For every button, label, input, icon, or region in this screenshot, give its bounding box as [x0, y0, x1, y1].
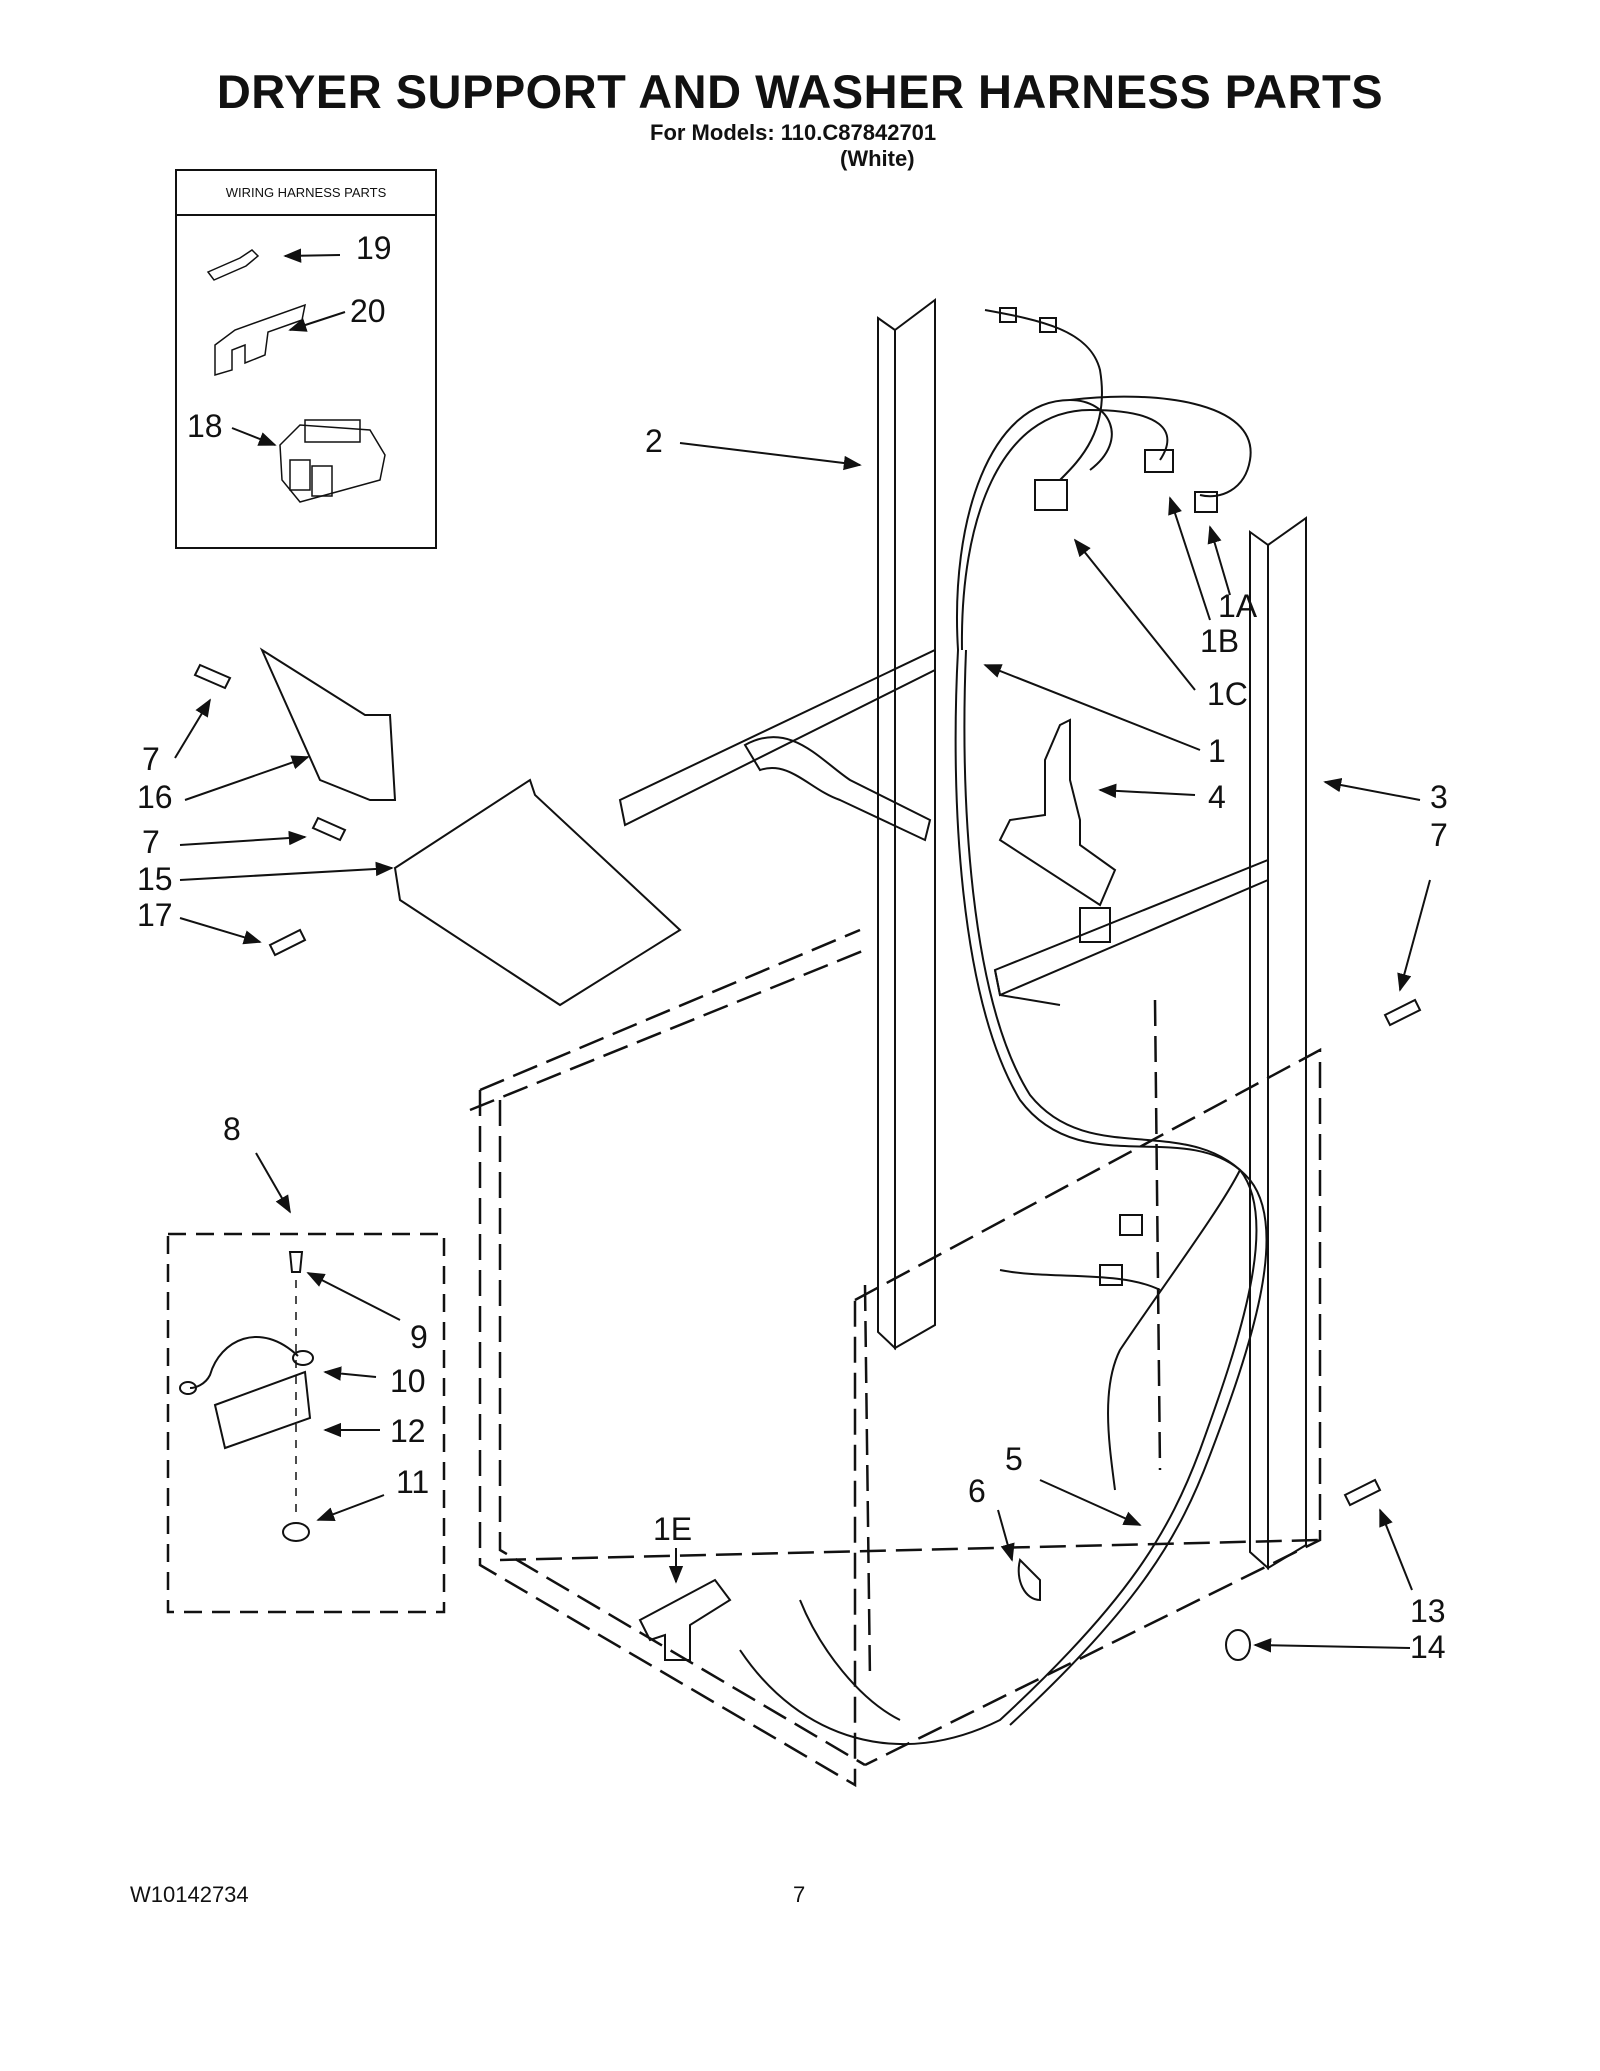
callout-1: 1 — [1208, 733, 1226, 769]
callout-14: 14 — [1410, 1629, 1446, 1665]
callout-1A: 1A — [1218, 588, 1258, 624]
page-number: 7 — [793, 1882, 806, 1907]
callout-16: 16 — [137, 779, 173, 815]
callout-2: 2 — [645, 423, 663, 459]
callout-5: 5 — [1005, 1441, 1023, 1477]
inset-box-title: WIRING HARNESS PARTS — [226, 185, 387, 200]
ground-kit-parts — [179, 1251, 314, 1542]
ground-kit-box — [166, 1232, 446, 1614]
callout-1C: 1C — [1207, 676, 1248, 712]
right-support-channel — [1249, 516, 1307, 1571]
doc-number: W10142734 — [130, 1882, 249, 1907]
cross-braces — [618, 648, 1269, 1006]
callout-19: 19 — [356, 230, 392, 266]
wire-harness — [739, 309, 1268, 1746]
bracket-part — [998, 718, 1117, 907]
callout-17: 17 — [137, 897, 173, 933]
page-subtitle: For Models: 110.C87842701 (White) — [650, 120, 936, 172]
models-line: For Models: 110.C87842701 — [650, 120, 937, 145]
callout-12: 12 — [390, 1413, 426, 1449]
washer-cabinet-outline — [469, 928, 1322, 1788]
wiring-harness-inset — [175, 169, 437, 549]
callout-1E: 1E — [653, 1511, 692, 1547]
callout-7-top: 7 — [142, 741, 160, 777]
screws — [193, 663, 1422, 1661]
callout-6: 6 — [968, 1473, 986, 1509]
callout-18: 18 — [187, 408, 223, 444]
callout-7-middle: 7 — [142, 824, 160, 860]
callout-10: 10 — [390, 1363, 426, 1399]
callout-4: 4 — [1208, 779, 1226, 815]
callout-8: 8 — [223, 1111, 241, 1147]
callout-labels: 19 20 18 2 1A 1B 1C 1 4 3 7 7 16 7 15 17… — [137, 230, 1448, 1665]
harness-connectors — [638, 307, 1218, 1661]
callout-20: 20 — [350, 293, 386, 329]
color-line: (White) — [840, 146, 915, 171]
connector-housing-part — [279, 424, 386, 503]
left-support-channel — [877, 298, 936, 1351]
page-title: DRYER SUPPORT AND WASHER HARNESS PARTS — [216, 65, 1384, 118]
callout-1B: 1B — [1200, 623, 1239, 659]
callout-11: 11 — [396, 1464, 429, 1500]
callout-9: 9 — [410, 1319, 428, 1355]
callout-3: 3 — [1430, 779, 1448, 815]
callout-7-right: 7 — [1430, 817, 1448, 853]
callout-13: 13 — [1410, 1593, 1446, 1629]
connector-clip-part — [214, 303, 306, 377]
dryer-bracket — [259, 647, 682, 1007]
callout-15: 15 — [137, 861, 173, 897]
terminal-part — [206, 249, 260, 281]
